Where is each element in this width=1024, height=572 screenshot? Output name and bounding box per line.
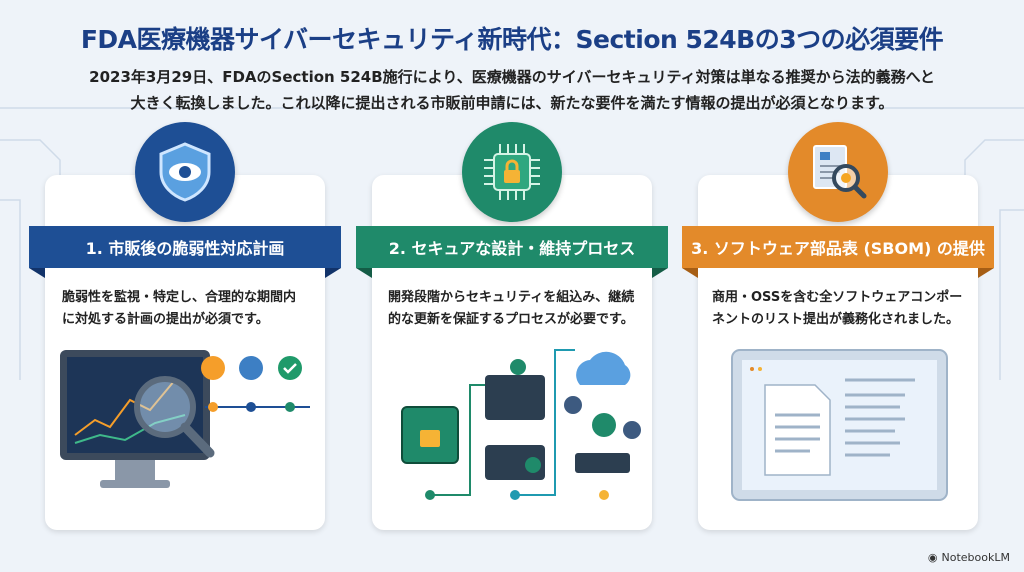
- desc-line: 脆弱性を監視・特定し、合理的な期間内: [62, 290, 297, 305]
- subtitle-line: 2023年3月29日、FDAのSection 524B施行により、医療機器のサイ…: [89, 68, 935, 86]
- desc-line: ネントのリスト提出が義務化されました。: [712, 312, 960, 327]
- document-gear-icon: [788, 122, 888, 222]
- secure-process-illustration: [401, 349, 641, 500]
- monitor-magnifier-illustration: [60, 350, 310, 488]
- card-heading: 2. セキュアな設計・維持プロセス: [356, 226, 668, 278]
- notebooklm-logo-icon: ◉: [927, 551, 938, 564]
- page-subtitle: 2023年3月29日、FDAのSection 524B施行により、医療機器のサイ…: [0, 64, 1024, 116]
- watermark: ◉NotebookLM: [928, 551, 1010, 564]
- watermark-text: NotebookLM: [941, 551, 1010, 564]
- card-description: 脆弱性を監視・特定し、合理的な期間内 に対処する計画の提出が必須です。: [62, 287, 322, 331]
- chip-lock-icon: [462, 122, 562, 222]
- page-title: FDA医療機器サイバーセキュリティ新時代：Section 524Bの3つの必須要…: [80, 25, 944, 54]
- shield-eye-icon: [135, 122, 235, 222]
- card-heading: 3. ソフトウェア部品表 (SBOM) の提供: [682, 226, 994, 278]
- desc-line: 的な更新を保証するプロセスが必要です。: [388, 312, 634, 327]
- subtitle-line: 大きく転換しました。これ以降に提出される市販前申請には、新たな要件を満たす情報の…: [130, 94, 894, 112]
- desc-line: 開発段階からセキュリティを組込み、継続: [388, 290, 635, 305]
- desc-line: 商用・OSSを含む全ソフトウェアコンポー: [712, 290, 963, 305]
- card-description: 商用・OSSを含む全ソフトウェアコンポー ネントのリスト提出が義務化されました。: [712, 287, 972, 331]
- card-heading: 1. 市販後の脆弱性対応計画: [29, 226, 341, 278]
- card-description: 開発段階からセキュリティを組込み、継続 的な更新を保証するプロセスが必要です。: [388, 287, 648, 331]
- desc-line: に対処する計画の提出が必須です。: [62, 312, 269, 327]
- tablet-document-illustration: [731, 349, 948, 501]
